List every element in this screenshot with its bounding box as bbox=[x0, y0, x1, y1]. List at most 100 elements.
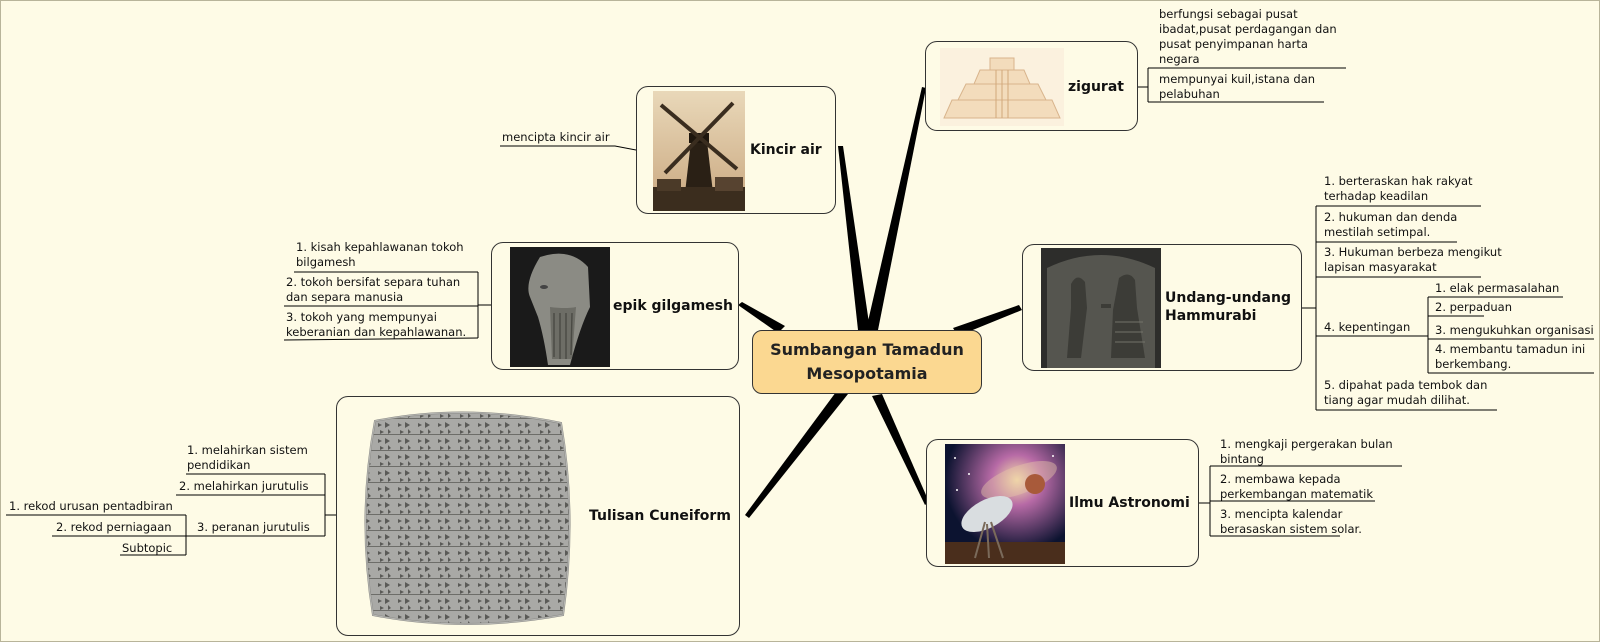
kepentingan-connector bbox=[1420, 297, 1429, 373]
text-line: 3. Hukuman berbeza mengikut bbox=[1324, 245, 1502, 259]
branch-zigurat bbox=[866, 87, 926, 330]
text-line: 1. berteraskan hak rakyat bbox=[1324, 174, 1473, 188]
topic-epik-gilgamesh[interactable]: epik gilgamesh bbox=[491, 242, 739, 370]
text-line: 4. membantu tamadun ini bbox=[1435, 342, 1586, 356]
branch-kincir bbox=[838, 146, 870, 330]
peranan-sub-1[interactable]: 1. rekod urusan pentadbiran bbox=[9, 499, 173, 514]
label-line: Undang-undang bbox=[1165, 290, 1291, 306]
central-title-line2: Mesopotamia bbox=[806, 364, 928, 383]
cuneiform-sub-3[interactable]: 3. peranan jurutulis bbox=[197, 520, 310, 535]
text-line: berkembang. bbox=[1435, 357, 1512, 371]
topic-label: zigurat bbox=[1068, 79, 1124, 95]
text-line: 3. mengukuhkan organisasi bbox=[1435, 323, 1594, 337]
astronomi-sub-1[interactable]: 1. mengkaji pergerakan bulan bintang bbox=[1220, 437, 1393, 467]
text-line: 1. elak permasalahan bbox=[1435, 281, 1560, 295]
text-line: 4. kepentingan bbox=[1324, 320, 1411, 334]
ziggurat-image bbox=[940, 48, 1064, 126]
topic-label: Kincir air bbox=[750, 142, 822, 158]
kepentingan-sub-1[interactable]: 1. elak permasalahan bbox=[1435, 281, 1559, 296]
text-line: lapisan masyarakat bbox=[1324, 260, 1437, 274]
peranan-connector bbox=[185, 515, 194, 555]
text-line: dan separa manusia bbox=[286, 290, 404, 304]
gilgamesh-sub-1[interactable]: 1. kisah kepahlawanan tokoh bilgamesh bbox=[296, 240, 464, 270]
kincir-sub[interactable]: mencipta kincir air bbox=[502, 130, 610, 144]
text-line: perkembangan matematik bbox=[1220, 487, 1374, 501]
branch-cuneiform bbox=[745, 392, 848, 518]
text-line: pelabuhan bbox=[1159, 87, 1220, 101]
topic-label: epik gilgamesh bbox=[613, 298, 733, 314]
hammurabi-stele-image bbox=[1041, 248, 1161, 368]
text-line: mestilah setimpal. bbox=[1324, 225, 1431, 239]
text-line: 3. peranan jurutulis bbox=[197, 520, 310, 534]
topic-undang-undang-hammurabi[interactable]: Undang-undang Hammurabi bbox=[1022, 244, 1302, 371]
zigurat-connector bbox=[1138, 68, 1149, 102]
text-line: 5. dipahat pada tembok dan bbox=[1324, 378, 1488, 392]
astronomi-sub-3[interactable]: 3. mencipta kalendar berasaskan sistem s… bbox=[1220, 507, 1362, 537]
gilgamesh-sub3-line bbox=[283, 337, 479, 341]
hammurabi-sub-3[interactable]: 3. Hukuman berbeza mengikut lapisan masy… bbox=[1324, 245, 1502, 275]
text-line: 3. mencipta kalendar bbox=[1220, 507, 1343, 521]
topic-label: Undang-undang Hammurabi bbox=[1165, 289, 1291, 325]
text-line: terhadap keadilan bbox=[1324, 189, 1429, 203]
text-line: 1. mengkaji pergerakan bulan bbox=[1220, 437, 1393, 451]
hammurabi-sub-5[interactable]: 5. dipahat pada tembok dan tiang agar mu… bbox=[1324, 378, 1487, 408]
kepentingan-sub-4[interactable]: 4. membantu tamadun ini berkembang. bbox=[1435, 342, 1585, 372]
zigurat-sub-1[interactable]: berfungsi sebagai pusat ibadat,pusat per… bbox=[1159, 7, 1337, 67]
kepentingan-sub-2[interactable]: 2. perpaduan bbox=[1435, 300, 1512, 315]
text-line: berfungsi sebagai pusat bbox=[1159, 7, 1298, 21]
text-line: 1. melahirkan sistem bbox=[187, 443, 308, 457]
hammurabi-sub-2[interactable]: 2. hukuman dan denda mestilah setimpal. bbox=[1324, 210, 1457, 240]
peranan-sub-2[interactable]: 2. rekod perniagaan bbox=[56, 520, 172, 535]
branch-hammurabi bbox=[953, 305, 1022, 336]
text-line: bintang bbox=[1220, 452, 1264, 466]
label-line: Hammurabi bbox=[1165, 308, 1257, 324]
topic-label: Ilmu Astronomi bbox=[1069, 495, 1190, 511]
branch-gilgamesh bbox=[738, 302, 785, 333]
kincir-sub-line bbox=[500, 145, 637, 151]
topic-tulisan-cuneiform[interactable]: Tulisan Cuneiform bbox=[336, 396, 740, 636]
gilgamesh-sub-2[interactable]: 2. tokoh bersifat separa tuhan dan separ… bbox=[286, 275, 460, 305]
text-line: pusat penyimpanan harta bbox=[1159, 37, 1308, 51]
topic-ilmu-astronomi[interactable]: Ilmu Astronomi bbox=[926, 439, 1199, 567]
text-line: 1. kisah kepahlawanan tokoh bbox=[296, 240, 464, 254]
text-line: tiang agar mudah dilihat. bbox=[1324, 393, 1470, 407]
text-line: 2. perpaduan bbox=[1435, 300, 1513, 314]
cuneiform-sub-1[interactable]: 1. melahirkan sistem pendidikan bbox=[187, 443, 308, 473]
text-line: 2. rekod perniagaan bbox=[56, 520, 172, 534]
topic-zigurat[interactable]: zigurat bbox=[925, 41, 1138, 131]
peranan-sub-3[interactable]: Subtopic bbox=[122, 541, 172, 556]
astronomi-sub-2[interactable]: 2. membawa kepada perkembangan matematik bbox=[1220, 472, 1373, 502]
text-line: bilgamesh bbox=[296, 255, 356, 269]
hammurabi-sub-4[interactable]: 4. kepentingan bbox=[1324, 320, 1410, 335]
topic-label: Tulisan Cuneiform bbox=[589, 508, 731, 524]
windmill-image bbox=[653, 91, 745, 211]
text-line: 2. tokoh bersifat separa tuhan bbox=[286, 275, 461, 289]
text-line: 2. hukuman dan denda bbox=[1324, 210, 1458, 224]
kepentingan-sub-3[interactable]: 3. mengukuhkan organisasi bbox=[1435, 323, 1594, 338]
cuneiform-tablet-image bbox=[355, 403, 577, 631]
gilgamesh-connector bbox=[477, 272, 491, 338]
text-line: 1. rekod urusan pentadbiran bbox=[9, 499, 173, 513]
cuneiform-sub-2[interactable]: 2. melahirkan jurutulis bbox=[179, 479, 309, 494]
text-line: keberanian dan kepahlawanan. bbox=[286, 325, 467, 339]
text-line: pendidikan bbox=[187, 458, 251, 472]
text-line: 2. membawa kepada bbox=[1220, 472, 1341, 486]
text-line: 3. tokoh yang mempunyai bbox=[286, 310, 437, 324]
text-line: Subtopic bbox=[122, 541, 173, 555]
gilgamesh-sub-3[interactable]: 3. tokoh yang mempunyai keberanian dan k… bbox=[286, 310, 466, 340]
hammurabi-sub-1[interactable]: 1. berteraskan hak rakyat terhadap keadi… bbox=[1324, 174, 1473, 204]
central-title-line1: Sumbangan Tamadun bbox=[770, 340, 964, 359]
text-line: negara bbox=[1159, 52, 1200, 66]
radio-telescope-image bbox=[945, 444, 1065, 564]
central-topic[interactable]: Sumbangan Tamadun Mesopotamia bbox=[752, 330, 982, 394]
text-line: mempunyai kuil,istana dan bbox=[1159, 72, 1316, 86]
text-line: berasaskan sistem solar. bbox=[1220, 522, 1362, 536]
text-line: ibadat,pusat perdagangan dan bbox=[1159, 22, 1337, 36]
topic-kincir-air[interactable]: Kincir air bbox=[636, 86, 836, 214]
zigurat-sub-2[interactable]: mempunyai kuil,istana dan pelabuhan bbox=[1159, 72, 1315, 102]
text-line: 2. melahirkan jurutulis bbox=[179, 479, 309, 493]
gilgamesh-statue-image bbox=[510, 247, 610, 367]
branch-astronomi bbox=[872, 394, 929, 505]
astronomi-connector bbox=[1199, 466, 1211, 536]
